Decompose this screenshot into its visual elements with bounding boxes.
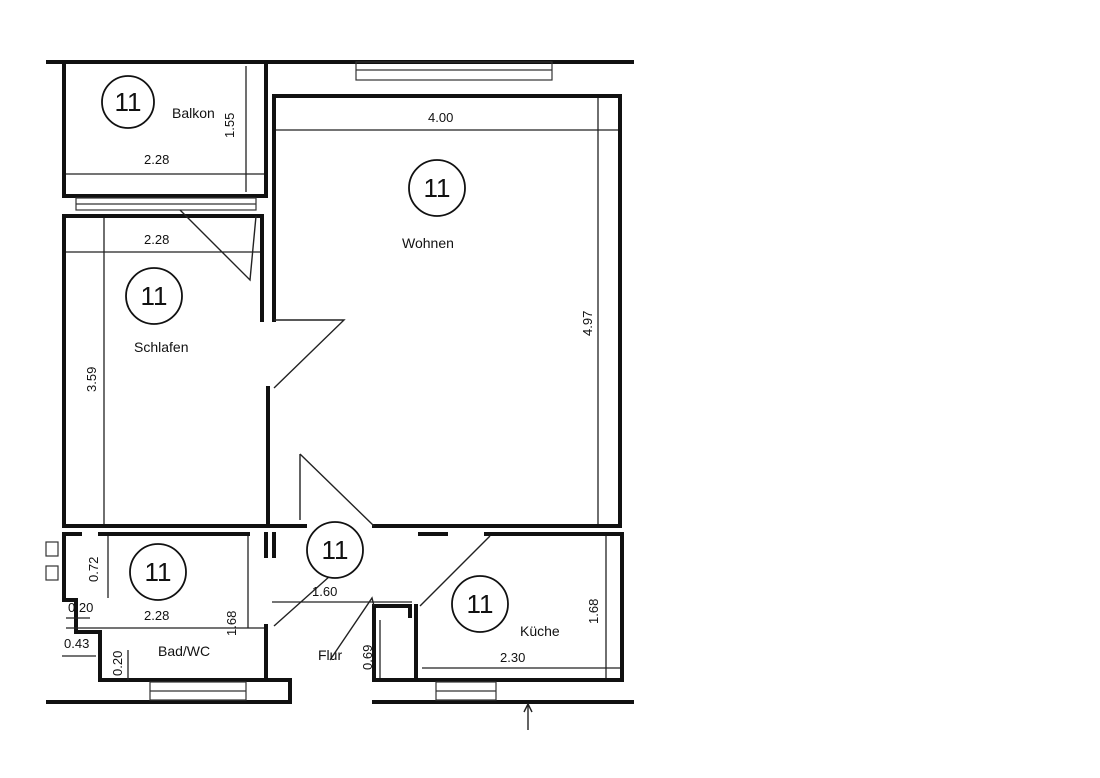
- dim-wohnen-width: 4.00: [428, 110, 453, 125]
- room-number-text: 11: [424, 173, 451, 203]
- room-number-text: 11: [141, 281, 168, 311]
- room-number-text: 11: [115, 87, 142, 117]
- room-number-bad: 11: [129, 543, 187, 601]
- dim-bad-depth: 1.68: [224, 611, 239, 636]
- walls: [46, 60, 634, 704]
- room-label-kueche: Küche: [520, 623, 560, 639]
- room-label-flur: Flur: [318, 647, 342, 663]
- room-number-wohnen: 11: [408, 159, 466, 217]
- dim-flur-width: 1.60: [312, 584, 337, 599]
- dim-kueche-width: 2.30: [500, 650, 525, 665]
- dim-balkon-depth: 1.55: [222, 113, 237, 138]
- dim-balkon-width: 2.28: [144, 152, 169, 167]
- dim-wohnen-depth: 4.97: [580, 311, 595, 336]
- dim-schlafen-depth: 3.59: [84, 367, 99, 392]
- room-number-balkon: 11: [101, 75, 155, 129]
- dim-kueche-niche: 0.69: [360, 645, 375, 670]
- room-label-wohnen: Wohnen: [402, 235, 454, 251]
- dim-bad-a: 0.72: [86, 557, 101, 582]
- room-number-kueche: 11: [451, 575, 509, 633]
- doors: [179, 209, 533, 730]
- room-label-bad: Bad/WC: [158, 643, 210, 659]
- windows: [45, 61, 553, 701]
- dim-bad-d: 0.20: [110, 651, 125, 676]
- dim-bad-b: 0.20: [68, 600, 93, 615]
- room-label-schlafen: Schlafen: [134, 339, 188, 355]
- room-number-schlafen: 11: [125, 267, 183, 325]
- dim-bad-c: 0.43: [64, 636, 89, 651]
- room-number-text: 11: [145, 557, 172, 587]
- room-label-balkon: Balkon: [172, 105, 215, 121]
- dim-bad-width: 2.28: [144, 608, 169, 623]
- dim-schlafen-width: 2.28: [144, 232, 169, 247]
- dimension-lines: [62, 66, 620, 680]
- dim-kueche-depth: 1.68: [586, 599, 601, 624]
- room-number-text: 11: [322, 535, 349, 565]
- room-number-text: 11: [467, 589, 494, 619]
- room-number-flur: 11: [306, 521, 364, 579]
